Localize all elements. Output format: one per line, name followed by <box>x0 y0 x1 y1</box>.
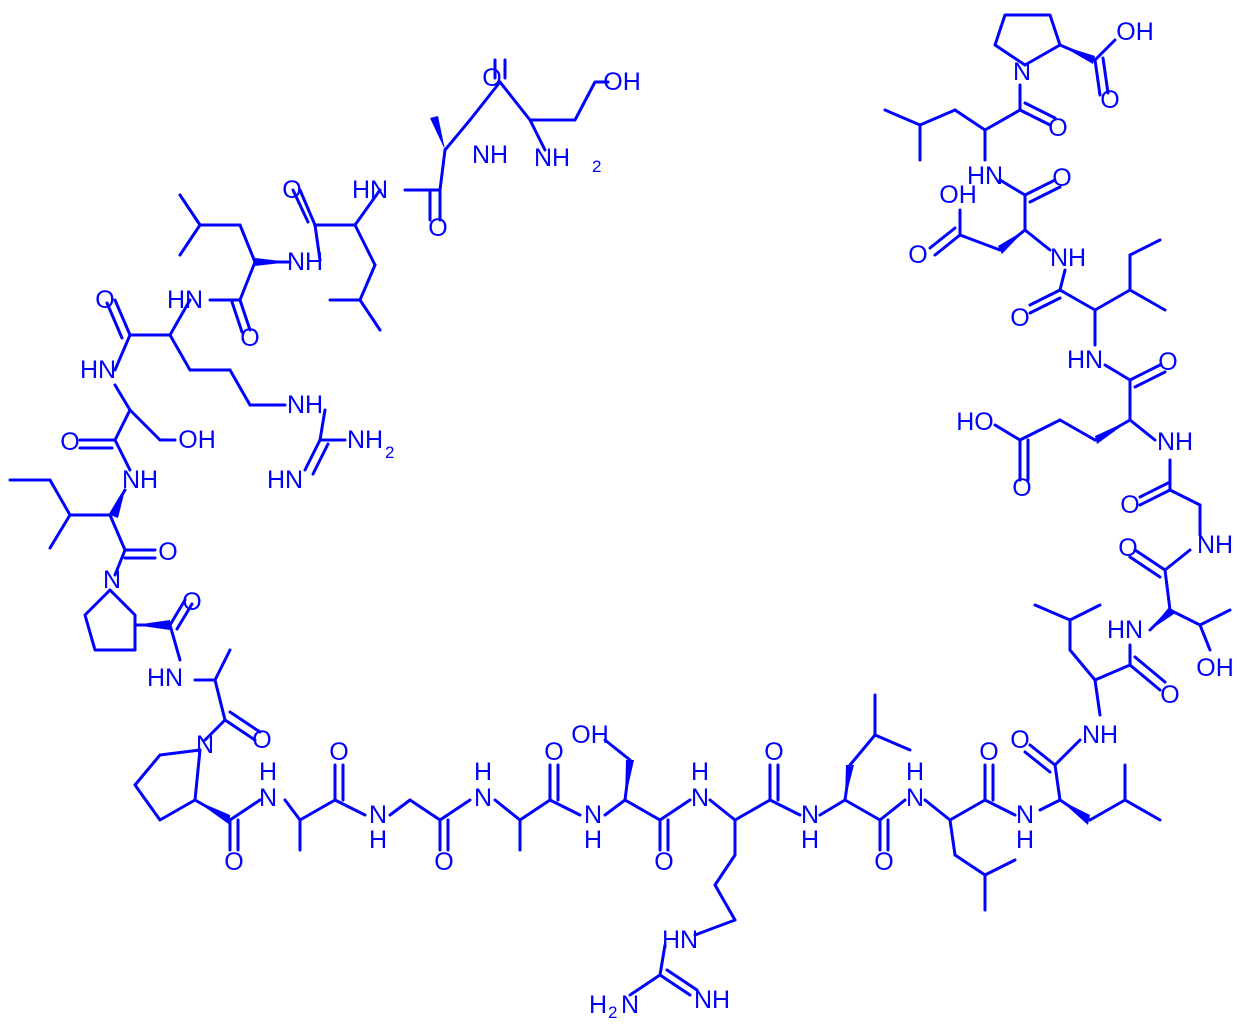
label-n-b1: N <box>259 784 277 812</box>
label-o-leu6: O <box>1160 681 1179 709</box>
label-hn-pro-ala: HN <box>147 664 183 692</box>
label-nh-glu: NH <box>1157 428 1193 456</box>
label-nh2-top: NH <box>534 144 570 172</box>
label-h2n-guan2-sub: 2 <box>608 1003 617 1022</box>
label-n-b3: N <box>474 784 492 812</box>
label-oh-ser1: OH <box>178 426 216 454</box>
label-o-ala2: O <box>252 726 271 754</box>
label-o-ala4: O <box>544 738 563 766</box>
label-o-ile1: O <box>158 538 177 566</box>
label-hn-guan1: HN <box>267 466 303 494</box>
label-n-pro2: N <box>196 731 214 759</box>
label-ho-glu: HO <box>956 408 994 436</box>
label-h2n-guan2-n: N <box>621 991 639 1019</box>
label-o-arg1: O <box>95 286 114 314</box>
label-n-b5: N <box>691 784 709 812</box>
right-chain <box>883 13 1232 717</box>
label-nh-guan2: NH <box>694 986 730 1014</box>
label-nh-guan1: NH <box>287 391 323 419</box>
label-h-b5: H <box>691 758 709 786</box>
label-oh-ser2: OH <box>571 721 609 749</box>
label-o-thr: O <box>1118 534 1137 562</box>
label-oh-ser-top: OH <box>603 68 641 96</box>
label-hn-leu-end: HN <box>967 162 1003 190</box>
label-o-pro2: O <box>224 848 243 876</box>
atom-labels: OH O NH 2 NH HN O O NH HN O O HN NH NH 2… <box>60 18 1233 1022</box>
label-o-leu5: O <box>1010 726 1029 754</box>
label-nh2-guan1-sub: 2 <box>385 443 394 462</box>
label-nh-gly: NH <box>1197 531 1233 559</box>
label-hn-ala-leu: HN <box>352 176 388 204</box>
label-nh-leu-thr: NH <box>1082 721 1118 749</box>
label-h-b6: H <box>801 826 819 854</box>
label-o-pro1: O <box>182 588 201 616</box>
label-nh-ser-ile: NH <box>122 466 158 494</box>
label-o-leu-end: O <box>1048 114 1067 142</box>
label-n-b6: N <box>801 801 819 829</box>
label-nh-asp: NH <box>1050 244 1086 272</box>
label-n-pro-end: N <box>1013 58 1031 86</box>
label-o-gly2: O <box>1120 491 1139 519</box>
label-h-b8: H <box>1016 826 1034 854</box>
left-chain <box>8 298 347 852</box>
label-hn-thr: HN <box>1107 616 1143 644</box>
label-o-ser-top: O <box>482 64 501 92</box>
label-hn-arg-ser: HN <box>80 356 116 384</box>
label-h-b3: H <box>474 758 492 786</box>
label-nh2-top-sub: 2 <box>592 157 601 176</box>
label-o-leu1: O <box>282 176 301 204</box>
label-n-b2: N <box>369 801 387 829</box>
label-o-leu3: O <box>874 848 893 876</box>
label-o-leu2: O <box>240 324 259 352</box>
label-o-ser2: O <box>654 848 673 876</box>
label-n-b7: N <box>906 784 924 812</box>
label-h-b1: H <box>259 758 277 786</box>
label-oh-pro-end: OH <box>1116 18 1154 46</box>
label-o-asp: O <box>1052 164 1071 192</box>
label-nh-ala: NH <box>472 141 508 169</box>
top-chain <box>178 58 610 334</box>
label-o-glu: O <box>1158 348 1177 376</box>
label-oh-asp: OH <box>939 181 977 209</box>
label-n-b4: N <box>584 801 602 829</box>
label-h-b4: H <box>584 826 602 854</box>
label-n-b8: N <box>1016 801 1034 829</box>
label-nh-leu-leu: NH <box>287 248 323 276</box>
label-o-gly: O <box>434 848 453 876</box>
label-hn-ile2: HN <box>1067 346 1103 374</box>
bottom-chain <box>283 693 1162 997</box>
label-o-ile2: O <box>1010 304 1029 332</box>
label-nh2-guan1: NH <box>347 426 383 454</box>
label-o-ala: O <box>428 214 447 242</box>
label-o-ser1: O <box>60 428 79 456</box>
label-n-pro1: N <box>103 566 121 594</box>
label-oh-thr: OH <box>1196 654 1234 682</box>
label-h-b2: H <box>369 826 387 854</box>
label-o-asp-side: O <box>908 241 927 269</box>
label-o-pro-end: O <box>1100 86 1119 114</box>
label-o-glu-side: O <box>1012 474 1031 502</box>
label-h-b7: H <box>906 758 924 786</box>
label-h2n-guan2: H <box>589 991 607 1019</box>
label-o-leu4: O <box>979 738 998 766</box>
label-hn-guan2: HN <box>662 926 698 954</box>
label-o-arg2: O <box>764 738 783 766</box>
label-o-ala3: O <box>329 738 348 766</box>
label-hn-leu-arg: HN <box>167 286 203 314</box>
